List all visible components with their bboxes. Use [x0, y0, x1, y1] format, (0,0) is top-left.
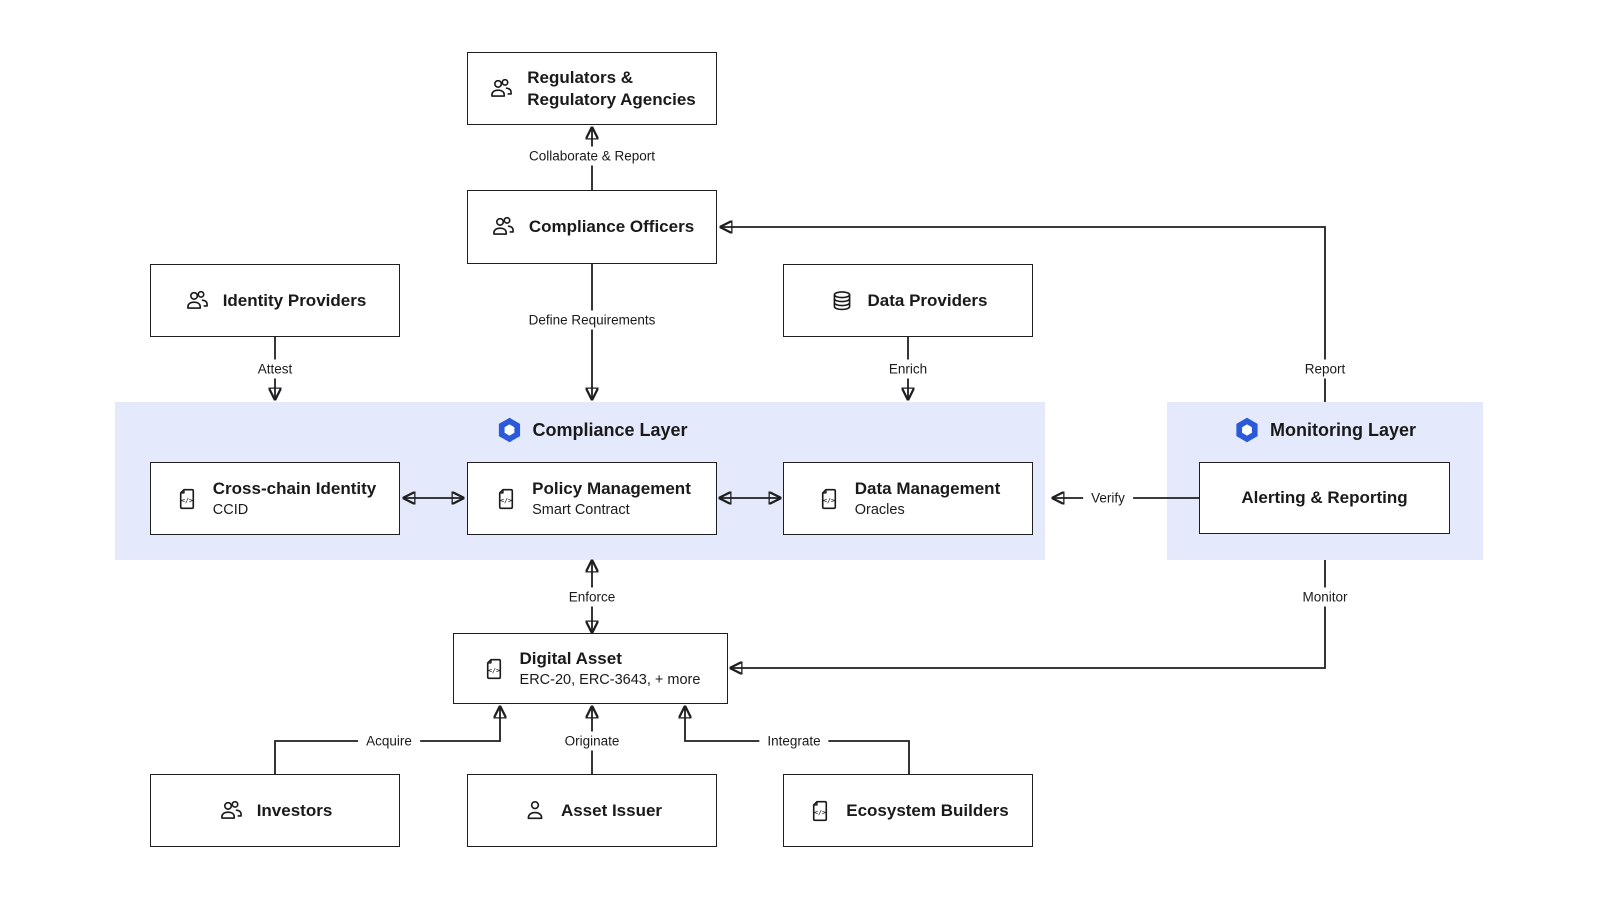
node-subtitle: CCID: [212, 501, 249, 518]
person-icon: [527, 800, 543, 819]
edge-label-define-requirements: Define Requirements: [520, 310, 664, 330]
node-subtitle: ERC-20, ERC-3643, + more: [519, 671, 701, 688]
edge-label-attest: Attest: [249, 359, 301, 379]
cross-chain-identity-box: Cross-chain Identity CCID: [150, 462, 400, 535]
node-title: Investors: [256, 800, 333, 820]
node-title: Cross-chain Identity: [212, 479, 377, 499]
monitoring-layer-title: Monitoring Layer: [1234, 417, 1416, 443]
people-icon: [220, 800, 242, 819]
document-code-icon: [179, 488, 194, 509]
document-code-icon: [821, 488, 836, 509]
node-title: Data Providers: [867, 290, 988, 310]
ecosystem-builders-box: Ecosystem Builders: [783, 774, 1033, 847]
data-management-box: Data Management Oracles: [783, 462, 1033, 535]
node-title: Regulatory Agencies: [527, 89, 696, 109]
data-providers-box: Data Providers: [783, 264, 1033, 337]
layer-title-text: Compliance Layer: [532, 419, 688, 440]
node-title: Policy Management: [532, 479, 691, 499]
edge-label-report: Report: [1296, 359, 1354, 379]
database-icon: [833, 290, 850, 310]
edge-report: [721, 227, 1326, 402]
edge-label-collaborate-report: Collaborate & Report: [520, 146, 664, 166]
edge-label-acquire: Acquire: [358, 731, 420, 751]
edge-label-originate: Originate: [556, 731, 628, 751]
node-title: Asset Issuer: [560, 800, 663, 820]
digital-asset-box: Digital Asset ERC-20, ERC-3643, + more: [453, 633, 728, 704]
node-subtitle: Oracles: [854, 501, 905, 518]
compliance-officers-box: Compliance Officers: [467, 190, 717, 264]
edge-label-integrate: Integrate: [759, 731, 829, 751]
node-title: Ecosystem Builders: [846, 800, 1009, 820]
document-code-icon: [486, 658, 501, 679]
edge-monitor: [731, 560, 1326, 668]
node-title: Data Management: [854, 479, 1001, 499]
regulators-box: Regulators & Regulatory Agencies: [467, 52, 717, 125]
edge-label-monitor: Monitor: [1294, 587, 1356, 607]
identity-providers-box: Identity Providers: [150, 264, 400, 337]
node-title: Regulators &: [527, 67, 634, 87]
document-code-icon: [499, 488, 514, 509]
people-icon: [186, 290, 208, 309]
asset-issuer-box: Asset Issuer: [467, 774, 717, 847]
edge-label-enrich: Enrich: [880, 359, 936, 379]
edge-label-verify: Verify: [1083, 488, 1133, 508]
compliance-layer-title: Compliance Layer: [496, 417, 688, 443]
node-title: Compliance Officers: [528, 217, 695, 237]
node-title: Digital Asset: [519, 649, 622, 669]
document-code-icon: [813, 800, 828, 821]
policy-management-box: Policy Management Smart Contract: [467, 462, 717, 535]
layer-title-text: Monitoring Layer: [1269, 419, 1417, 440]
edge-label-enforce: Enforce: [560, 587, 624, 607]
node-title: Alerting & Reporting: [1241, 488, 1408, 508]
node-subtitle: Smart Contract: [532, 501, 630, 518]
people-icon: [491, 78, 513, 97]
people-icon: [492, 216, 514, 235]
node-title: Identity Providers: [222, 290, 367, 310]
alerting-reporting-box: Alerting & Reporting: [1199, 462, 1450, 534]
investors-box: Investors: [150, 774, 400, 847]
